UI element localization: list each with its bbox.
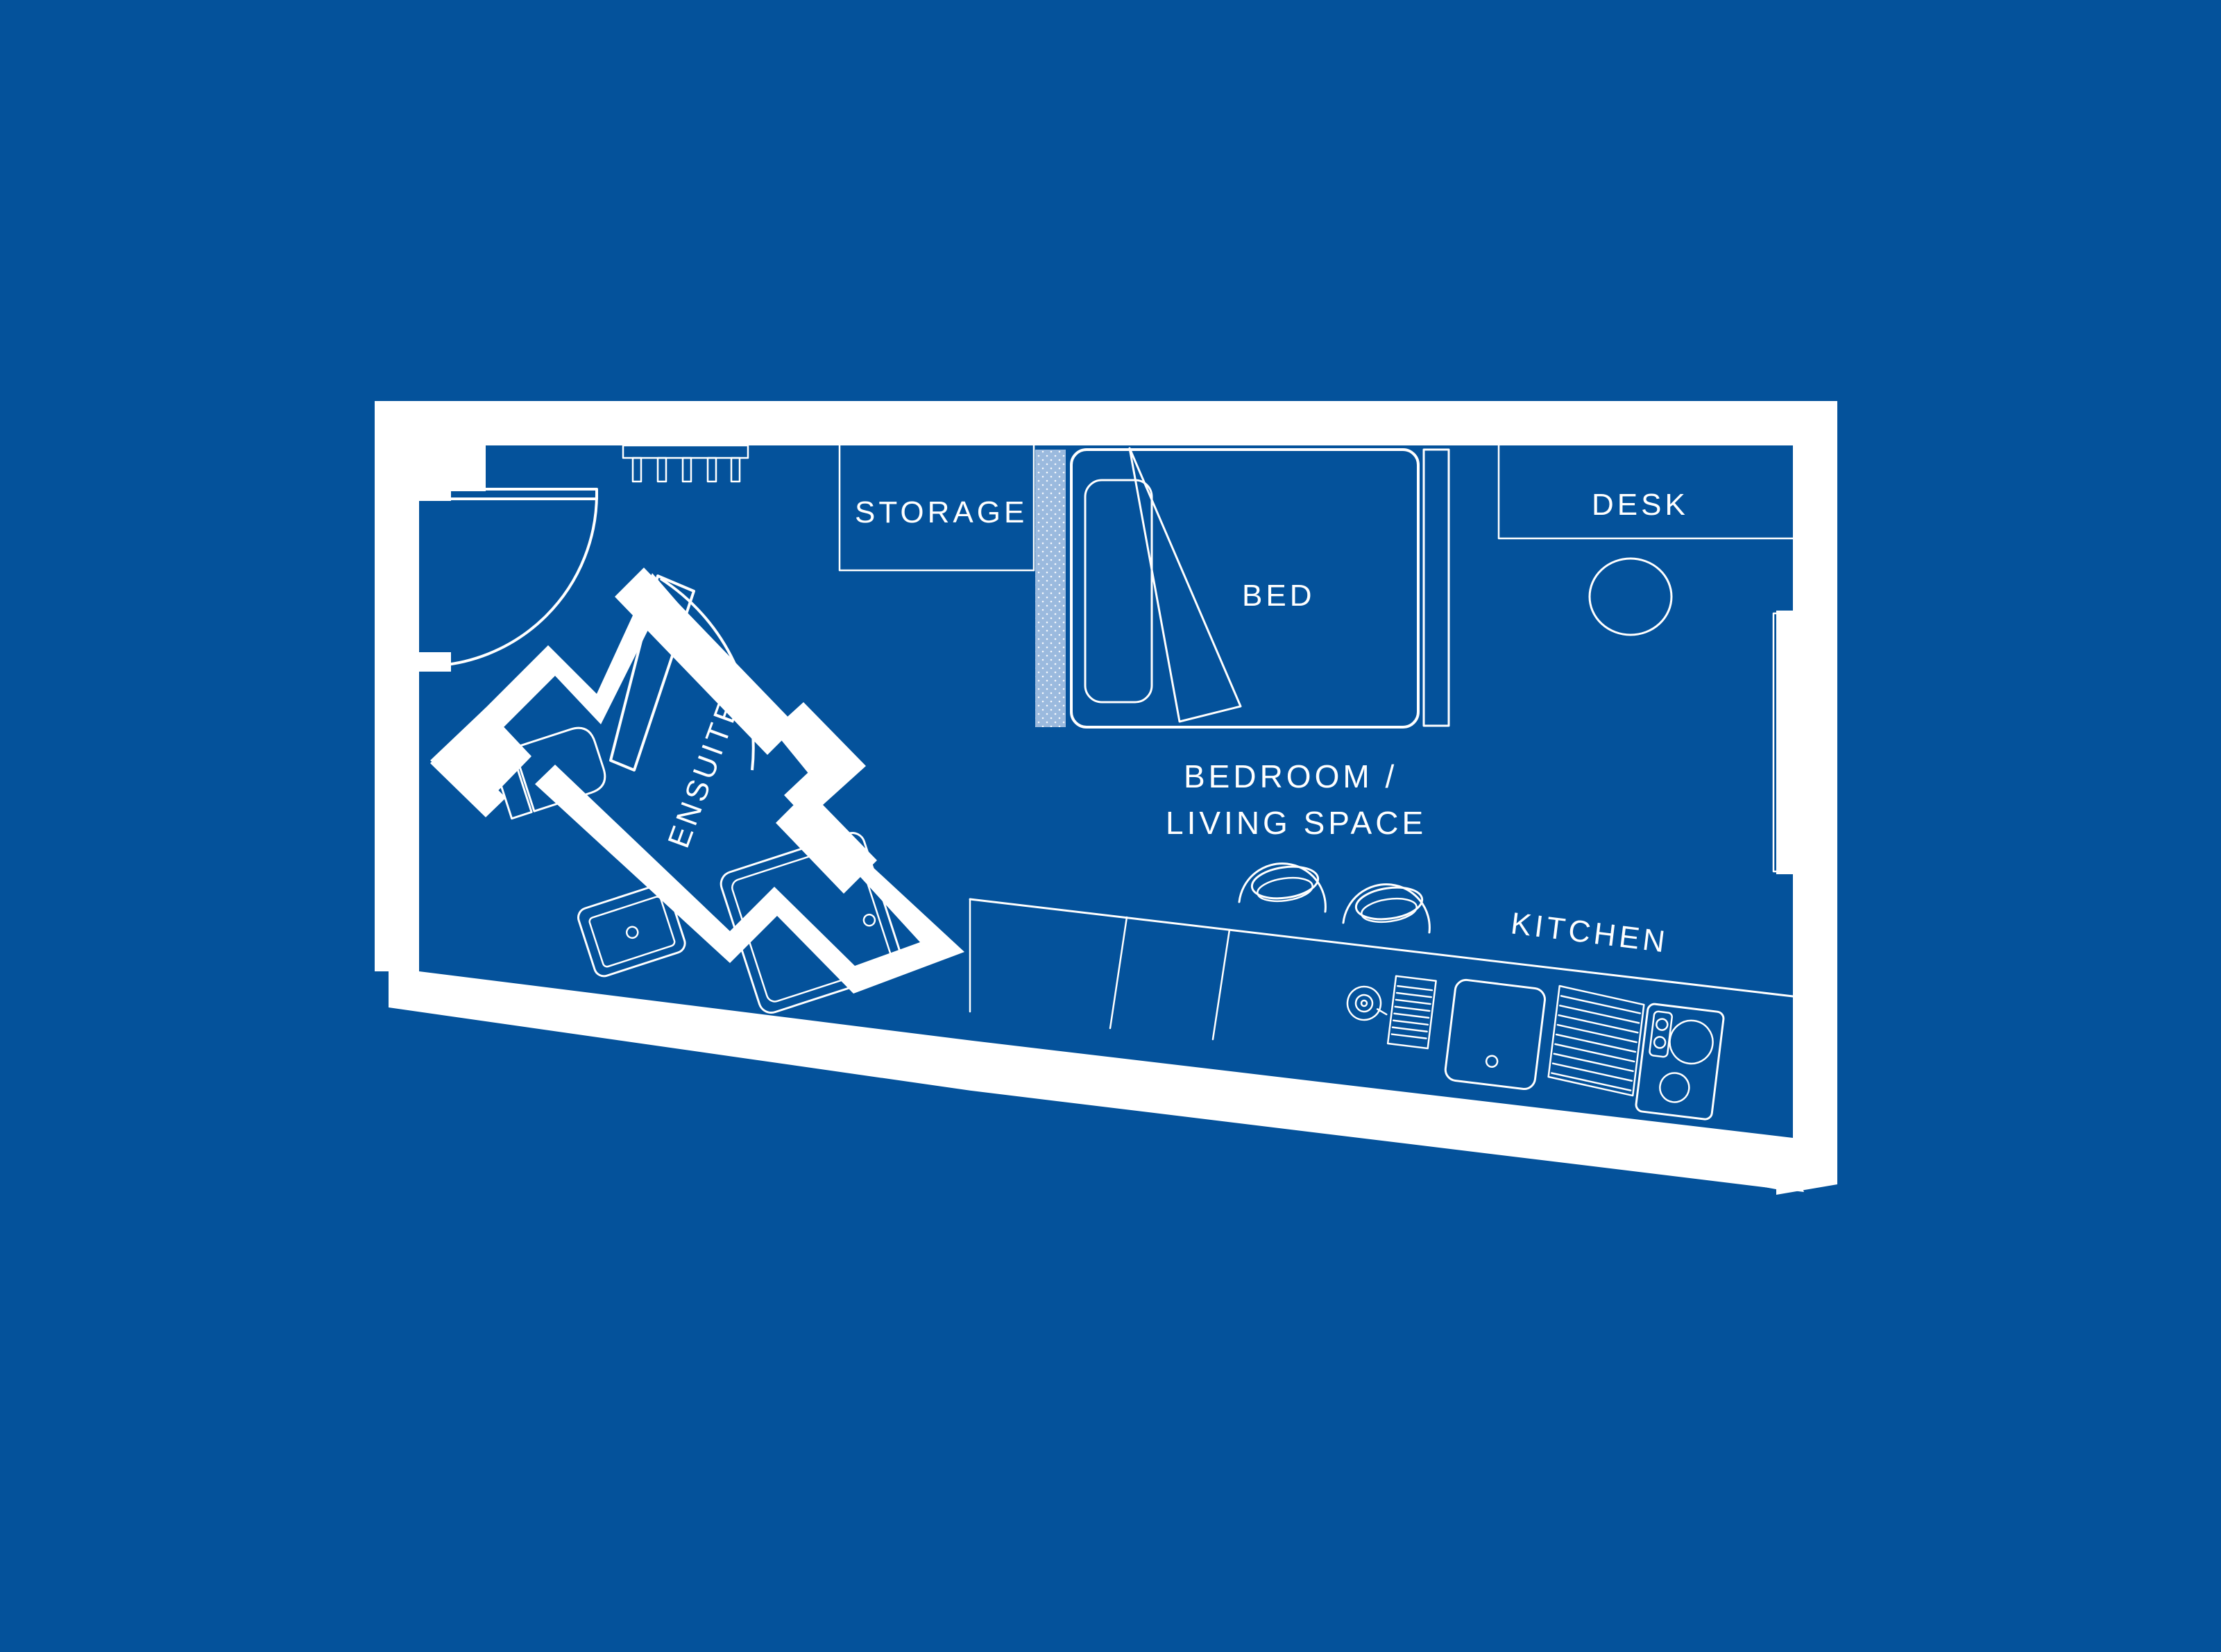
bar-stool-2[interactable] (1342, 883, 1431, 934)
label-bed: BED (1242, 579, 1315, 613)
wc-toilet[interactable] (490, 724, 609, 820)
entrance-door[interactable] (424, 488, 598, 667)
kitchen-sink[interactable] (1444, 978, 1546, 1091)
ensuite-room (430, 573, 964, 994)
kitchen-tap[interactable] (1345, 985, 1389, 1023)
bed[interactable] (1070, 447, 1450, 729)
wash-basin[interactable] (576, 882, 688, 978)
kitchen-hob[interactable] (1635, 1003, 1725, 1121)
ensuite-walls (430, 568, 877, 894)
coat-hook-rail (622, 444, 749, 483)
desk[interactable] (1497, 444, 1794, 540)
desk-chair[interactable] (1588, 557, 1673, 636)
kitchen-utensil-block (1386, 975, 1437, 1050)
label-bedroom-line2: LIVING SPACE (1166, 805, 1427, 841)
kitchen-drainer (1547, 985, 1645, 1097)
label-desk: DESK (1592, 488, 1689, 522)
window (1772, 611, 1832, 874)
bar-stool-1[interactable] (1238, 862, 1327, 913)
shower-tray[interactable] (718, 830, 906, 1016)
label-bedroom-line1: BEDROOM / (1184, 758, 1397, 794)
label-storage: STORAGE (855, 495, 1028, 529)
ensuite-door[interactable] (609, 574, 755, 772)
storage-cupboard[interactable] (838, 444, 1035, 572)
wardrobe-curtain[interactable] (1035, 450, 1066, 727)
kitchen-run[interactable] (969, 898, 1794, 1041)
